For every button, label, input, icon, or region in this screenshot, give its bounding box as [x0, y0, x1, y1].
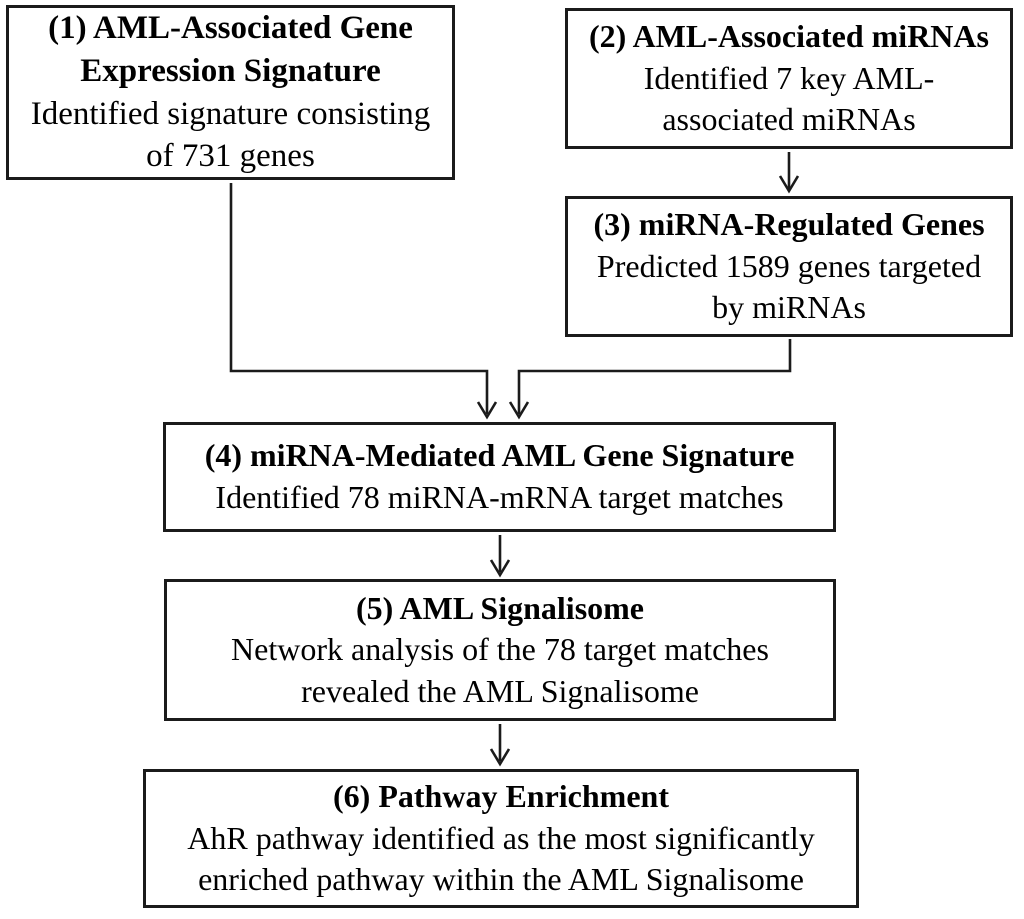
flow-step-6-pathway-enrichment: (6) Pathway Enrichment AhR pathway ident…	[143, 769, 859, 908]
flow-step-2-aml-associated-mirnas: (2) AML-Associated miRNAs Identified 7 k…	[565, 8, 1013, 149]
flow-step-3-mirna-regulated-genes: (3) miRNA-Regulated Genes Predicted 1589…	[565, 196, 1013, 337]
flow-step-1-gene-expression-signature: (1) AML-Associated Gene Expression Signa…	[6, 5, 455, 180]
step-5-title: (5) AML Signalisome	[355, 589, 644, 626]
step-1-description: Identified signature consisting of 731 g…	[30, 95, 431, 175]
step-3-description: Predicted 1589 genes targeted by miRNAs	[596, 247, 982, 326]
step-2-title: (2) AML-Associated miRNAs	[589, 18, 989, 55]
connector-step3-to-step4	[508, 339, 792, 420]
flow-step-4-mirna-mediated-gene-signature: (4) miRNA-Mediated AML Gene Signature Id…	[163, 422, 836, 532]
connector-step1-to-step4	[229, 183, 498, 420]
step-4-title: (4) miRNA-Mediated AML Gene Signature	[204, 437, 795, 474]
step-5-description: Network analysis of the 78 target matche…	[231, 631, 769, 709]
step-6-title: (6) Pathway Enrichment	[333, 778, 669, 815]
step-4-description: Identified 78 miRNA-mRNA target matches	[215, 479, 784, 515]
arrow-step2-to-step3	[778, 152, 800, 194]
step-3-title: (3) miRNA-Regulated Genes	[593, 206, 985, 243]
arrow-step5-to-step6	[489, 724, 511, 767]
step-2-description: Identified 7 key AML- associated miRNAs	[643, 59, 935, 138]
flow-step-5-aml-signalisome: (5) AML Signalisome Network analysis of …	[164, 579, 836, 721]
step-6-description: AhR pathway identified as the most signi…	[187, 819, 815, 898]
arrow-step4-to-step5	[489, 535, 511, 578]
step-1-title: (1) AML-Associated Gene Expression Signa…	[48, 9, 413, 89]
